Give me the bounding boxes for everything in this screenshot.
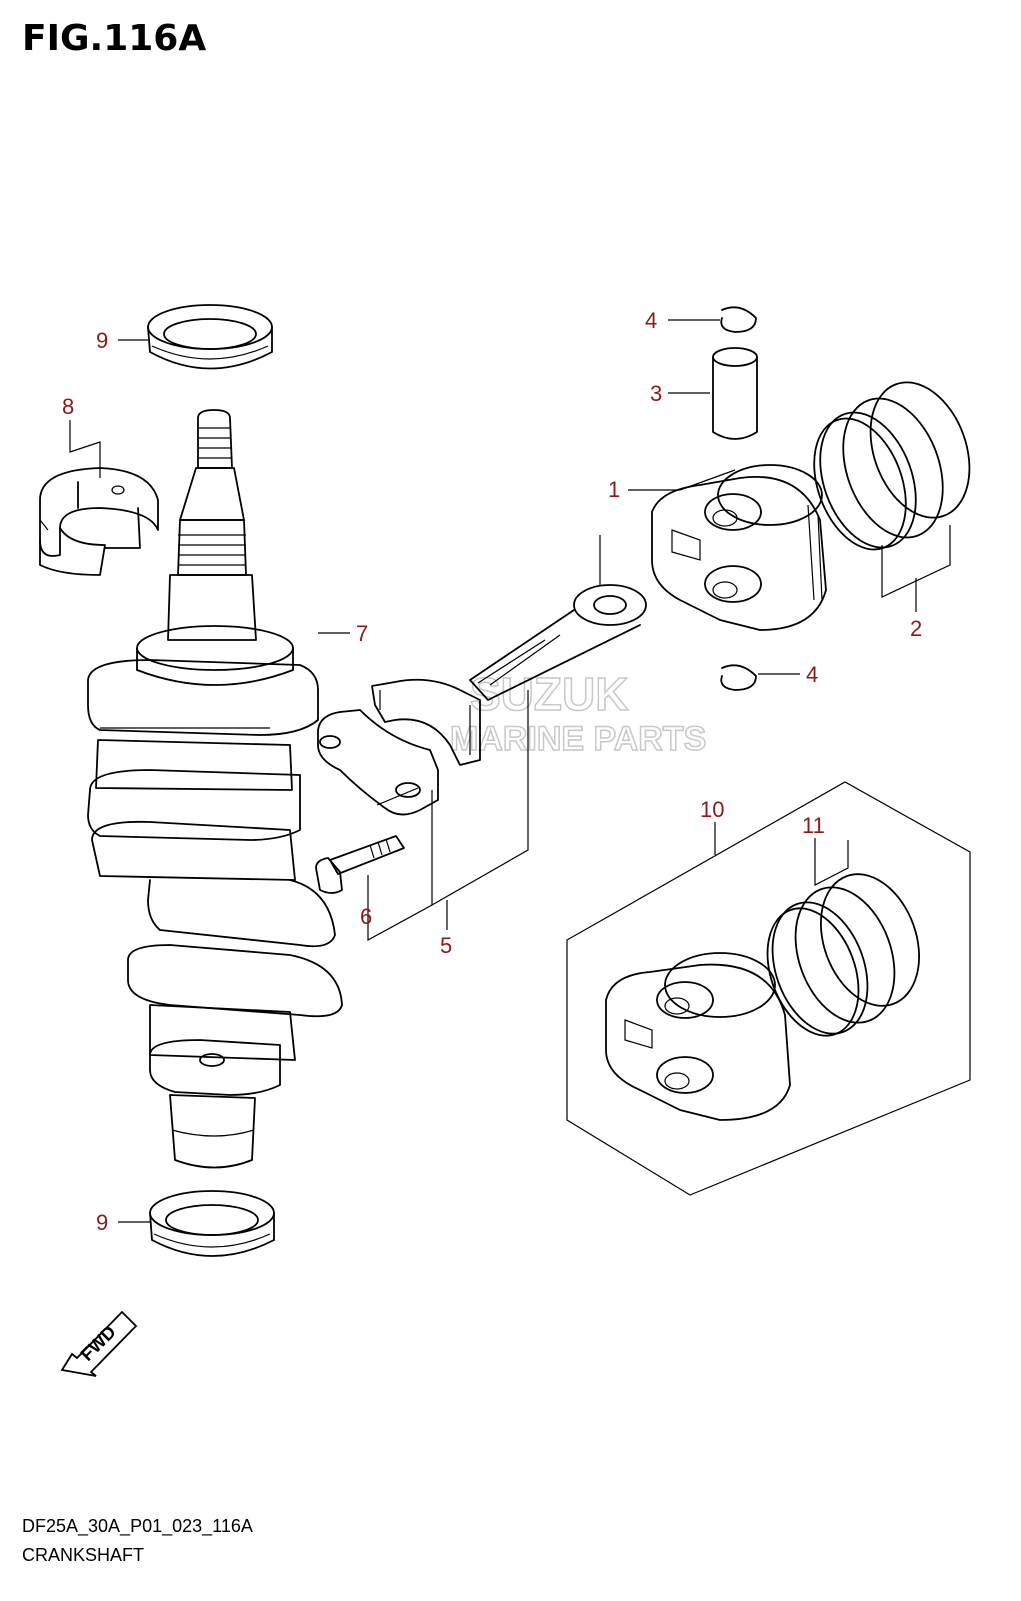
leader-lines	[69, 319, 951, 1223]
oil-seal-top	[147, 304, 273, 370]
figure-code: DF25A_30A_P01_023_116A	[22, 1516, 253, 1536]
circlip-top	[720, 306, 757, 333]
watermark-line1: SUZUK	[470, 668, 628, 720]
oil-seal-bottom	[149, 1190, 275, 1257]
callout-10: 10	[700, 797, 724, 822]
watermark-line2: MARINE PARTS	[450, 720, 706, 758]
fwd-arrow: FWD	[60, 1310, 138, 1377]
watermark: SUZUK MARINE PARTS	[449, 667, 707, 759]
circlip-bottom	[720, 664, 757, 691]
callout-9-bottom: 9	[96, 1210, 108, 1235]
conrod-bolt	[315, 835, 405, 894]
callout-3: 3	[650, 381, 662, 406]
crankshaft	[87, 409, 343, 1169]
piston-set-box	[566, 781, 971, 1196]
callout-6: 6	[360, 904, 372, 929]
callout-4-bottom: 4	[806, 662, 818, 687]
callout-11: 11	[802, 813, 825, 838]
connecting-rod	[317, 584, 647, 816]
callout-1: 1	[608, 477, 620, 502]
callout-2: 2	[910, 616, 922, 641]
callout-4-top: 4	[645, 308, 657, 333]
callouts: 1 2 3 4 4 5 6 7 8 9 9 10 11	[62, 308, 922, 1235]
figure-name: CRANKSHAFT	[22, 1545, 145, 1565]
piston-ring-set	[813, 381, 971, 551]
arrow-icon	[60, 1310, 138, 1377]
callout-9-top: 9	[96, 328, 108, 353]
callout-5: 5	[440, 933, 452, 958]
piston	[651, 464, 827, 631]
piston-pin	[712, 347, 758, 440]
callout-7: 7	[356, 621, 368, 646]
callout-8: 8	[62, 394, 74, 419]
bearing-shell	[39, 467, 159, 576]
figure-title: FIG.116A	[22, 18, 207, 59]
